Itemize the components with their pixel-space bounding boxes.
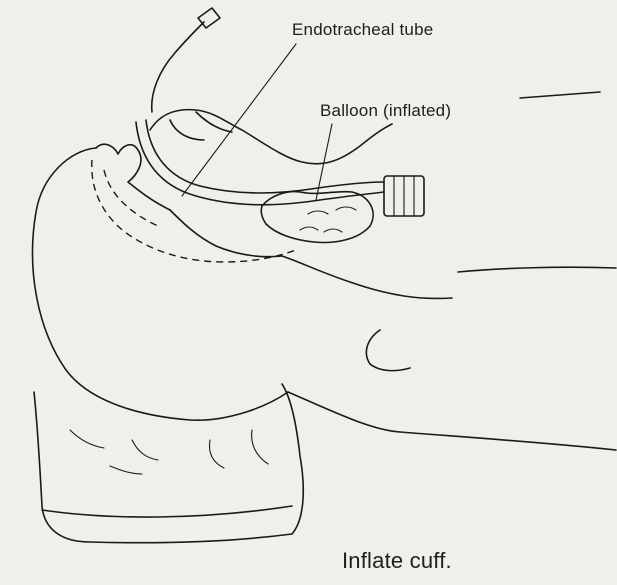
- tube-label: Endotracheal tube: [292, 20, 433, 40]
- patient-shoulder-line: [288, 392, 616, 450]
- inflated-balloon-cuff: [261, 192, 373, 243]
- balloon-label: Balloon (inflated): [320, 101, 451, 121]
- patient-face-profile: [96, 144, 170, 210]
- pillow-front-edge: [42, 506, 292, 517]
- pillow-wrinkle-lines: [70, 430, 268, 474]
- airway-dashed-outline: [92, 160, 296, 262]
- pillow-outline: [34, 384, 303, 543]
- balloon-texture-marks: [300, 207, 356, 232]
- patient-chest-line: [458, 267, 616, 272]
- patient-collarbone: [366, 330, 410, 371]
- inflation-line: [152, 22, 204, 112]
- tube-connector-rings: [394, 176, 414, 216]
- tube-label-leader: [182, 44, 296, 196]
- operator-forearm-line: [520, 92, 600, 98]
- patient-neck-line: [282, 256, 452, 298]
- patient-chin: [170, 210, 282, 257]
- operator-hand-fingers: [170, 112, 232, 140]
- endotracheal-tube-lower-edge: [146, 120, 384, 193]
- figure-caption: Inflate cuff.: [342, 548, 452, 574]
- patient-head-outline: [33, 148, 288, 420]
